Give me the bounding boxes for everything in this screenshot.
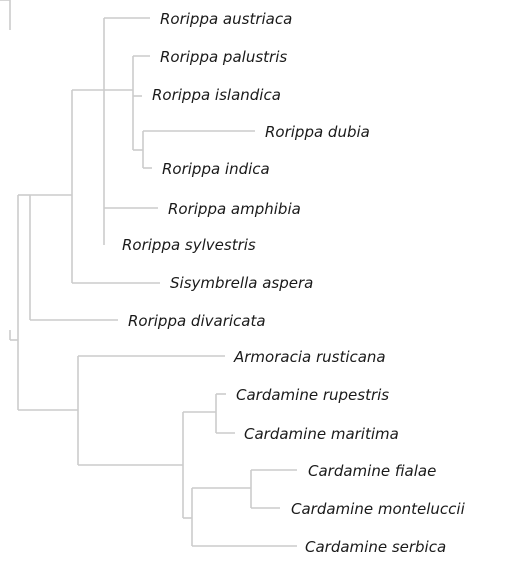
leaf-label-cardamine-rupestris: Cardamine rupestris bbox=[236, 386, 389, 404]
leaf-label-rorippa-palustris: Rorippa palustris bbox=[160, 48, 287, 66]
leaf-labels: Rorippa austriaca Rorippa palustris Rori… bbox=[122, 10, 466, 556]
leaf-label-armoracia-rusticana: Armoracia rusticana bbox=[233, 348, 386, 366]
leaf-label-cardamine-serbica: Cardamine serbica bbox=[305, 538, 446, 556]
leaf-label-cardamine-maritima: Cardamine maritima bbox=[244, 425, 399, 443]
leaf-label-cardamine-monteluccii: Cardamine monteluccii bbox=[291, 500, 466, 518]
leaf-label-rorippa-divaricata: Rorippa divaricata bbox=[128, 312, 266, 330]
leaf-label-rorippa-amphibia: Rorippa amphibia bbox=[168, 200, 301, 218]
leaf-label-rorippa-sylvestris: Rorippa sylvestris bbox=[122, 236, 256, 254]
leaf-label-cardamine-fialae: Cardamine fialae bbox=[308, 462, 436, 480]
leaf-label-rorippa-islandica: Rorippa islandica bbox=[152, 86, 281, 104]
leaf-label-sisymbrella-aspera: Sisymbrella aspera bbox=[170, 274, 313, 292]
leaf-label-rorippa-indica: Rorippa indica bbox=[162, 160, 270, 178]
branch-lines bbox=[0, 0, 297, 547]
leaf-label-rorippa-dubia: Rorippa dubia bbox=[265, 123, 370, 141]
leaf-label-rorippa-austriaca: Rorippa austriaca bbox=[160, 10, 292, 28]
